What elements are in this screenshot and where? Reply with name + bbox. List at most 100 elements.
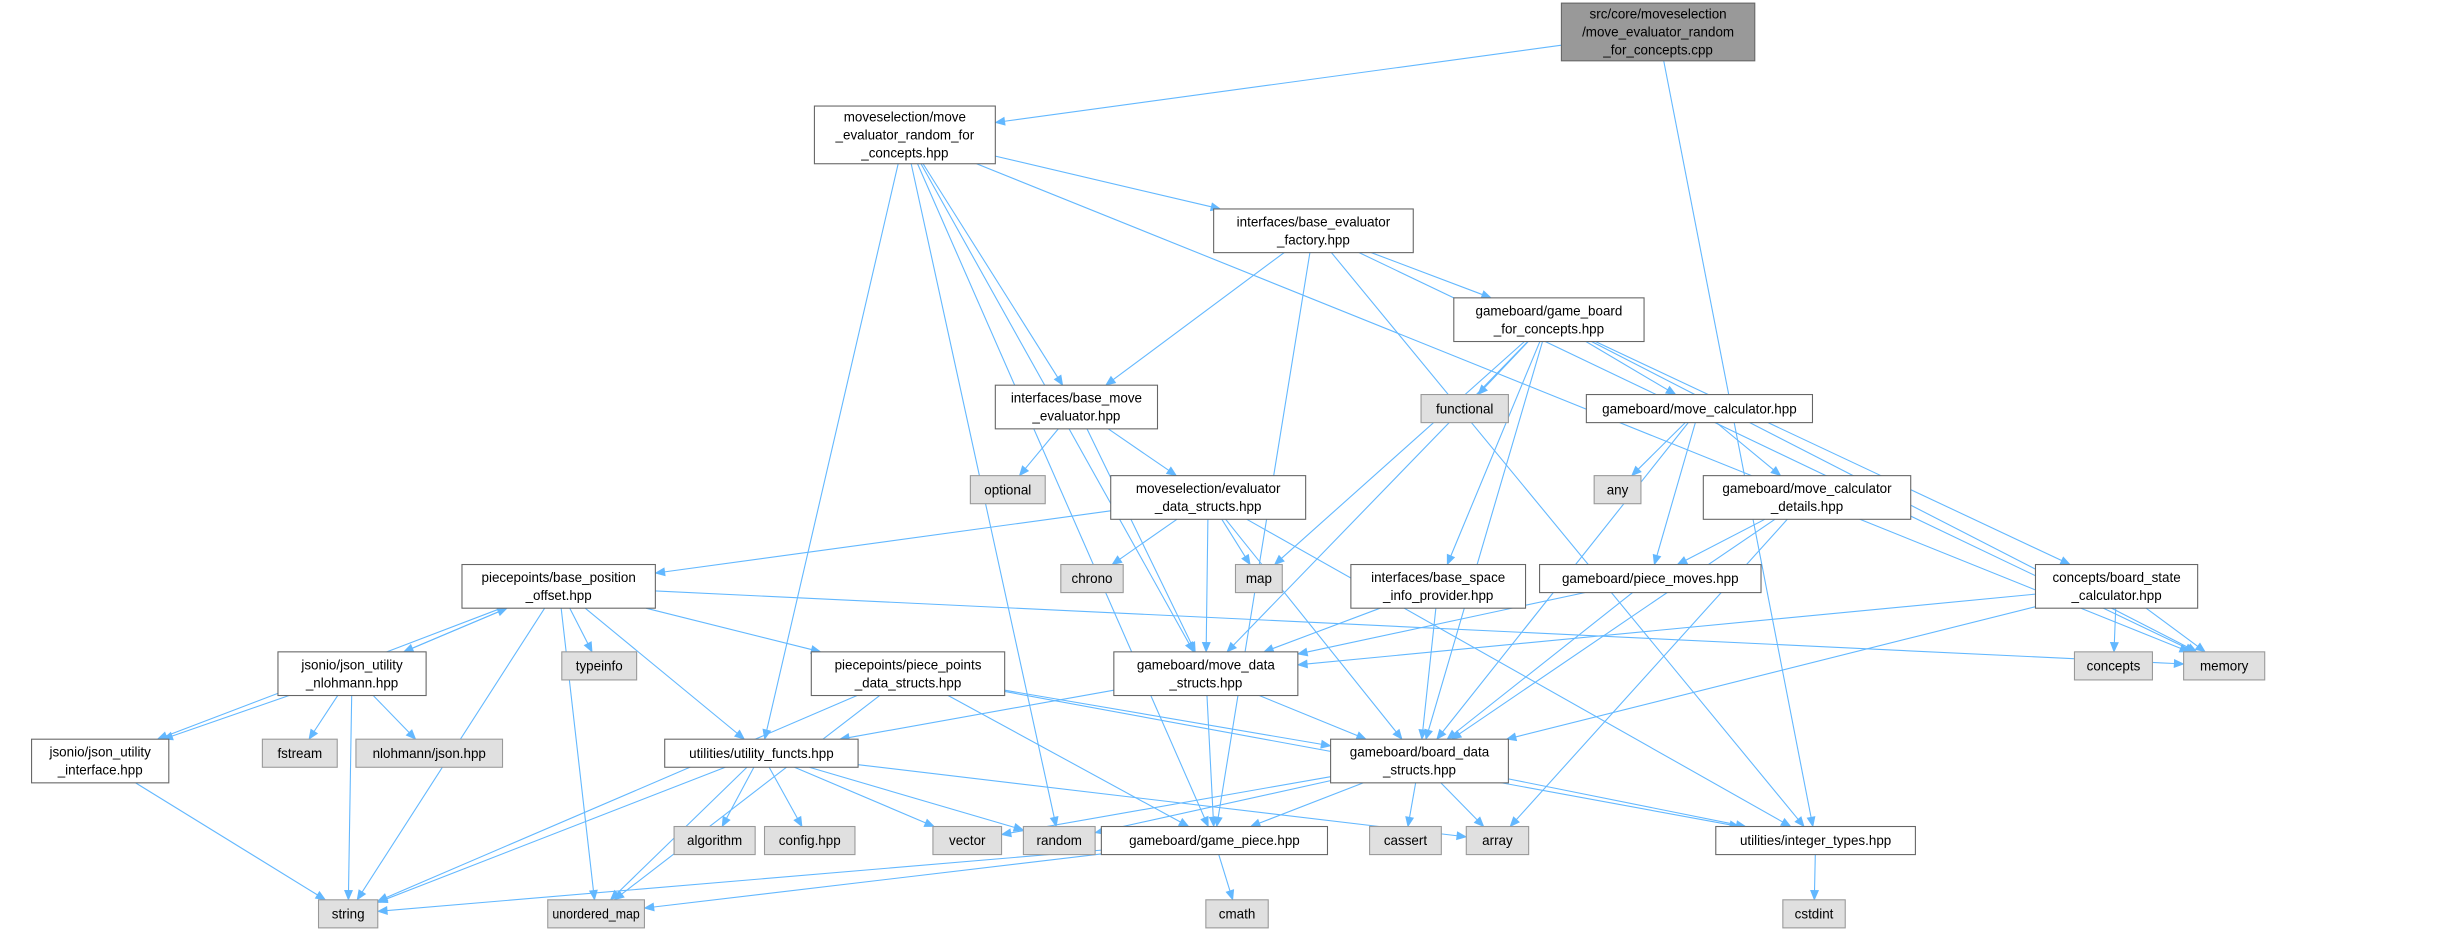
arrowhead-icon (923, 818, 936, 827)
file-node[interactable]: jsonio/json_utility_nlohmann.hpp (277, 651, 427, 697)
edge-line (726, 766, 755, 819)
arrowhead-icon (2059, 556, 2072, 565)
arrowhead-icon (1794, 816, 1805, 828)
arrowhead-icon (793, 815, 803, 828)
node-label-line: functional (1436, 401, 1493, 416)
edge-line (347, 695, 353, 891)
edge-line (1306, 592, 1585, 653)
arrowhead-icon (733, 729, 746, 740)
edge-line (917, 163, 1206, 819)
node-label-line: chrono (1072, 571, 1113, 586)
node-label-line: _details.hpp (1770, 499, 1843, 514)
arrowhead-icon (1664, 385, 1677, 396)
node-label-line: gameboard/piece_moves.hpp (1562, 571, 1739, 586)
root-file-node: src/core/moveselection/move_evaluator_ra… (1560, 2, 1756, 62)
system-header-node: chrono (1060, 563, 1124, 594)
file-node[interactable]: gameboard/move_calculator.hpp (1585, 393, 1814, 424)
edge-line (1221, 519, 1246, 557)
node-label-line: vector (949, 833, 986, 848)
edge-K-to-memory (2145, 607, 2207, 653)
edge-line (1119, 518, 1178, 560)
node-label-line: _factory.hpp (1276, 232, 1350, 247)
file-node[interactable]: jsonio/json_utility_interface.hpp (31, 738, 170, 784)
node-label-line: gameboard/game_piece.hpp (1129, 833, 1300, 848)
edge-G-to-Q (1450, 518, 1776, 740)
file-node[interactable]: moveselection/evaluator_data_structs.hpp (1110, 475, 1307, 520)
node-label-line: src/core/moveselection (1590, 7, 1727, 22)
node-label-line: cmath (1219, 907, 1256, 922)
edge-B-to-S (1331, 252, 1805, 828)
edge-P-to-array (858, 764, 1468, 841)
edge-line (1331, 252, 1799, 820)
edge-line (1112, 252, 1285, 381)
node-label-line: gameboard/move_calculator.hpp (1602, 401, 1797, 416)
file-node[interactable]: utilities/utility_functs.hpp (664, 738, 859, 768)
edge-P-to-vector (794, 766, 936, 827)
node-box (932, 825, 1003, 856)
edge-E-to-any (1630, 422, 1686, 477)
arrowhead-icon (2194, 642, 2207, 653)
node-label-line: _interface.hpp (57, 763, 143, 778)
file-node[interactable]: gameboard/move_calculator_details.hpp (1702, 475, 1912, 520)
node-box (810, 651, 1006, 697)
file-node[interactable]: interfaces/base_space_info_provider.hpp (1350, 563, 1527, 609)
edge-B-to-C (1371, 252, 1493, 299)
file-node[interactable]: gameboard/game_board_for_concepts.hpp (1453, 297, 1645, 343)
arrowhead-icon (1104, 375, 1117, 386)
file-node[interactable]: piecepoints/piece_points_data_structs.hp… (810, 651, 1006, 697)
node-label-line: map (1246, 571, 1272, 586)
arrowhead-icon (588, 889, 598, 901)
node-label-line: _calculator.hpp (2070, 588, 2161, 603)
arrowhead-icon (376, 894, 389, 903)
edge-R-to-cmath (1218, 854, 1235, 901)
file-node[interactable]: interfaces/base_evaluator_factory.hpp (1213, 208, 1414, 254)
edge-line (1663, 60, 1812, 818)
arrowhead-icon (314, 890, 327, 901)
edge-line (1307, 593, 2036, 665)
file-node[interactable]: gameboard/piece_moves.hpp (1539, 563, 1762, 594)
edge-line (1459, 518, 1776, 735)
edge-line (1595, 341, 2062, 562)
file-node[interactable]: moveselection/move_evaluator_random_for_… (813, 105, 996, 165)
system-header-node: cmath (1205, 899, 1269, 929)
system-header-node: nlohmann/json.hpp (355, 738, 504, 768)
arrowhead-icon (1296, 659, 1308, 669)
file-node[interactable]: piecepoints/base_position_offset.hpp (461, 563, 656, 609)
edge-line (2145, 607, 2198, 647)
arrowhead-icon (1630, 465, 1642, 477)
arrowhead-icon (356, 889, 367, 901)
edge-A-to-R (917, 163, 1209, 828)
edge-I-to-N (1262, 607, 1381, 653)
edge-line (1025, 428, 1059, 469)
file-node[interactable]: gameboard/game_piece.hpp (1100, 825, 1329, 856)
edge-root-to-A (994, 44, 1562, 126)
edge-line (1371, 252, 1483, 296)
system-header-node: any (1593, 475, 1642, 505)
arrowhead-icon (1012, 822, 1025, 832)
node-label-line: _structs.hpp (1168, 675, 1242, 690)
edge-line (171, 695, 290, 737)
edge-line (1450, 341, 1541, 557)
edge-F-to-Q (1225, 518, 1403, 740)
arrowhead-icon (1770, 465, 1782, 477)
file-node[interactable]: gameboard/board_data_structs.hpp (1330, 738, 1509, 784)
file-node[interactable]: utilities/integer_types.hpp (1715, 825, 1916, 856)
node-label-line: _offset.hpp (525, 588, 592, 603)
arrowhead-icon (1355, 731, 1368, 740)
system-header-node: fstream (261, 738, 338, 768)
node-box (1420, 393, 1509, 424)
edge-A-to-B (995, 155, 1222, 212)
system-header-node: algorithm (673, 825, 756, 856)
edge-root-to-S (1663, 60, 1816, 828)
edge-line (1428, 341, 1544, 731)
node-box (763, 825, 856, 856)
file-node[interactable]: gameboard/move_data_structs.hpp (1113, 651, 1299, 697)
file-node[interactable]: concepts/board_state_calculator.hpp (2034, 563, 2199, 609)
file-node[interactable]: interfaces/base_move_evaluator.hpp (994, 384, 1159, 430)
edge-R-to-string (376, 849, 1102, 915)
node-label-line: moveselection/evaluator (1136, 481, 1281, 496)
edge-D-to-N (1086, 428, 1196, 653)
arrowhead-icon (1053, 374, 1064, 387)
edge-line (1656, 422, 1696, 556)
edge-Q-to-cassert (1405, 782, 1417, 828)
